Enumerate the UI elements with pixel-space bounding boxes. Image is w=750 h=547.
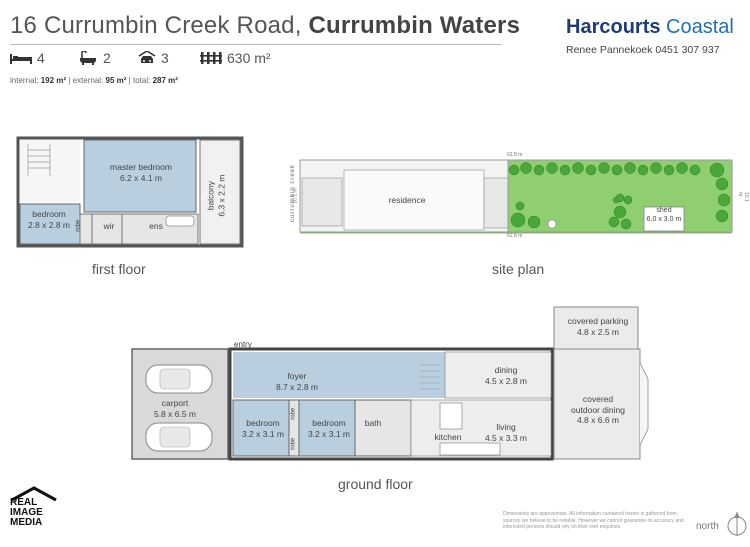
car-icon [138,51,156,63]
feature-bathrooms: 2 [78,50,111,66]
room-covered-outdoor-dining: covered outdoor dining 4.8 x 6.6 m [558,394,638,426]
room-covered-parking: covered parking 4.8 x 2.5 m [558,316,638,337]
site-width-left: 10.1 m [292,188,299,204]
room-size: 6.2 x 4.1 m [119,172,163,183]
room-name: dining [494,365,518,375]
separator: | [68,76,71,85]
room-carport: carport 5.8 x 6.5 m [140,398,210,419]
room-size: 4.5 x 2.8 m [484,375,528,386]
site-width-right: 10.1 m [737,192,749,202]
first-floor-label: first floor [92,261,146,277]
room-name: master bedroom [110,162,172,172]
room-size: 8.7 x 2.8 m [275,381,319,392]
room-robe-1: robe [290,407,297,420]
total-label: total: [132,76,151,85]
car-graphic [145,364,213,452]
room-name: living [496,422,516,432]
room-bedroom-1: bedroom 3.2 x 3.1 m [235,418,291,439]
bed-icon [10,54,32,64]
external-value: 95 m² [105,76,127,85]
room-name: bedroom [32,209,66,219]
room-dining: dining 4.5 x 2.8 m [476,365,536,386]
title-divider [10,44,502,45]
room-balcony: balcony 6.3 x 2.2 m [205,156,226,236]
room-size: 5.8 x 6.5 m [153,408,197,419]
room-name: carport [161,398,189,408]
floor-areas: internal: 192 m² | external: 95 m² | tot… [10,76,178,85]
room-name: covered [582,394,614,404]
room-size: 3.2 x 3.1 m [307,428,351,439]
room-wir: wir [103,221,115,231]
shed-name: shed [656,207,672,214]
logo-mark [11,486,57,502]
north-label: north [696,521,719,532]
shed-size: 6.0 x 3.0 m [646,215,682,223]
bath-icon [80,51,96,65]
bedrooms-count: 4 [37,50,45,66]
real-image-media-logo: REAL IMAGE MEDIA [8,486,60,534]
total-value: 287 m² [152,76,178,85]
room-size: 6.3 x 2.2 m [216,174,226,217]
room-name: bedroom [246,418,280,428]
site-shed: shed 6.0 x 3.0 m [644,207,684,225]
parking-count: 3 [161,50,169,66]
disclaimer: Dimensions are approximate. All informat… [503,511,684,530]
room-master-bedroom: master bedroom 6.2 x 4.1 m [96,162,186,183]
room-bath: bath [364,418,382,428]
property-address: 16 Currumbin Creek Road, Currumbin Water… [10,12,520,40]
agency-logo: Harcourts Coastal [566,16,734,39]
separator: | [128,76,131,85]
site-length-top: 62.8 m [507,152,523,158]
room-living: living 4.5 x 3.3 m [476,422,536,443]
room-size: 4.8 x 6.6 m [576,415,620,426]
room-bedroom-2: bedroom 3.2 x 3.1 m [301,418,357,439]
room-ensuite: ens [149,221,163,231]
north-arrow-icon [727,512,747,536]
ground-floor-label: ground floor [338,476,413,492]
room-robe-upstairs: robe [75,219,82,232]
first-floor-plan [16,136,244,248]
room-name: balcony [205,180,216,211]
logo-line-3: MEDIA [10,517,43,528]
internal-value: 192 m² [40,76,67,85]
fence-icon [200,52,222,64]
logo-line-1: REAL [10,497,38,508]
internal-label: internal: [10,76,39,85]
feature-parking: 3 [138,50,169,66]
room-kitchen: kitchen [434,432,462,442]
room-size: 4.8 x 2.5 m [576,326,620,337]
room-name: bedroom [312,418,346,428]
site-plan-label: site plan [492,261,545,277]
brand-sub: Coastal [666,16,734,38]
feature-land: 630 m² [200,50,271,66]
room-size: 2.8 x 2.8 m [27,219,71,230]
site-plan [299,159,733,234]
ground-floor-plan [131,306,649,461]
bathrooms-count: 2 [103,50,111,66]
address-street: 16 Currumbin Creek Road, [10,12,302,39]
brand-name: Harcourts [566,16,661,38]
room-bedroom-upstairs: bedroom 2.8 x 2.8 m [20,209,78,230]
room-name-2: outdoor dining [571,404,625,415]
entry-label: entry [234,340,252,349]
address-suburb: Currumbin Waters [308,12,521,39]
room-name: foyer [287,371,307,381]
logo-line-2: IMAGE [10,507,43,518]
site-residence: residence [388,195,426,205]
external-label: external: [72,76,104,85]
room-robe-2: robe [290,437,297,450]
feature-bedrooms: 4 [10,50,45,66]
room-size: 3.2 x 3.1 m [241,428,285,439]
land-size: 630 m² [227,50,271,66]
agent-contact: Renee Pannekoek 0451 307 937 [566,44,720,56]
room-size: 4.5 x 3.3 m [484,432,528,443]
room-foyer: foyer 8.7 x 2.8 m [262,371,332,392]
site-length-bottom: 62.8 m [507,233,523,239]
room-name: covered parking [567,316,629,326]
